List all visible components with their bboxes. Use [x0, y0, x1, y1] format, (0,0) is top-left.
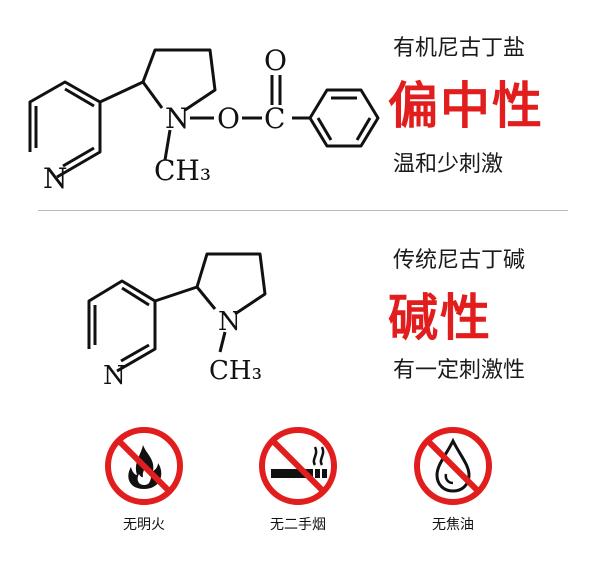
no-secondhand-smoke-label: 无二手烟 — [270, 517, 326, 533]
no-tar-label: 无焦油 — [432, 517, 474, 533]
ester-oxygen-label: O — [217, 102, 240, 135]
no-open-flame-label: 无明火 — [123, 517, 165, 533]
amine-nitrogen-label: N — [218, 307, 241, 337]
amine-nitrogen-label: N — [165, 102, 190, 135]
carbonyl-carbon-label: C — [264, 102, 285, 135]
no-open-flame-item: 无明火 — [84, 425, 204, 534]
no-tar-item: 无焦油 — [393, 425, 513, 534]
nicotine-salt-panel: N N CH₃ O O C 有机尼古丁盐 偏中性 温和少刺激 — [0, 0, 600, 205]
nicotine-base-structure: N N CH₃ — [75, 239, 315, 389]
carbonyl-oxygen-label: O — [264, 44, 287, 77]
base-headline: 碱性 — [388, 289, 492, 347]
nicotine-salt-structure: N N CH₃ O O C — [10, 20, 380, 195]
feature-icons-row: 无明火 无二手烟 无焦油 — [0, 425, 600, 545]
nicotine-base-panel: N N CH₃ 传统尼古丁碱 碱性 有一定刺激性 — [0, 214, 600, 409]
no-smoking-icon — [259, 427, 337, 505]
salt-headline: 偏中性 — [388, 77, 544, 135]
no-fire-icon — [105, 427, 183, 505]
no-secondhand-smoke-item: 无二手烟 — [238, 425, 358, 534]
salt-subtitle: 有机尼古丁盐 — [393, 36, 526, 61]
no-tar-drop-icon — [414, 427, 492, 505]
methyl-label: CH₃ — [154, 154, 211, 187]
methyl-label: CH₃ — [209, 356, 262, 386]
pyridine-nitrogen-label: N — [103, 361, 126, 389]
section-divider — [38, 210, 568, 211]
salt-note: 温和少刺激 — [393, 152, 504, 177]
base-subtitle: 传统尼古丁碱 — [393, 248, 526, 273]
base-note: 有一定刺激性 — [393, 358, 526, 383]
pyridine-nitrogen-label: N — [43, 162, 68, 195]
